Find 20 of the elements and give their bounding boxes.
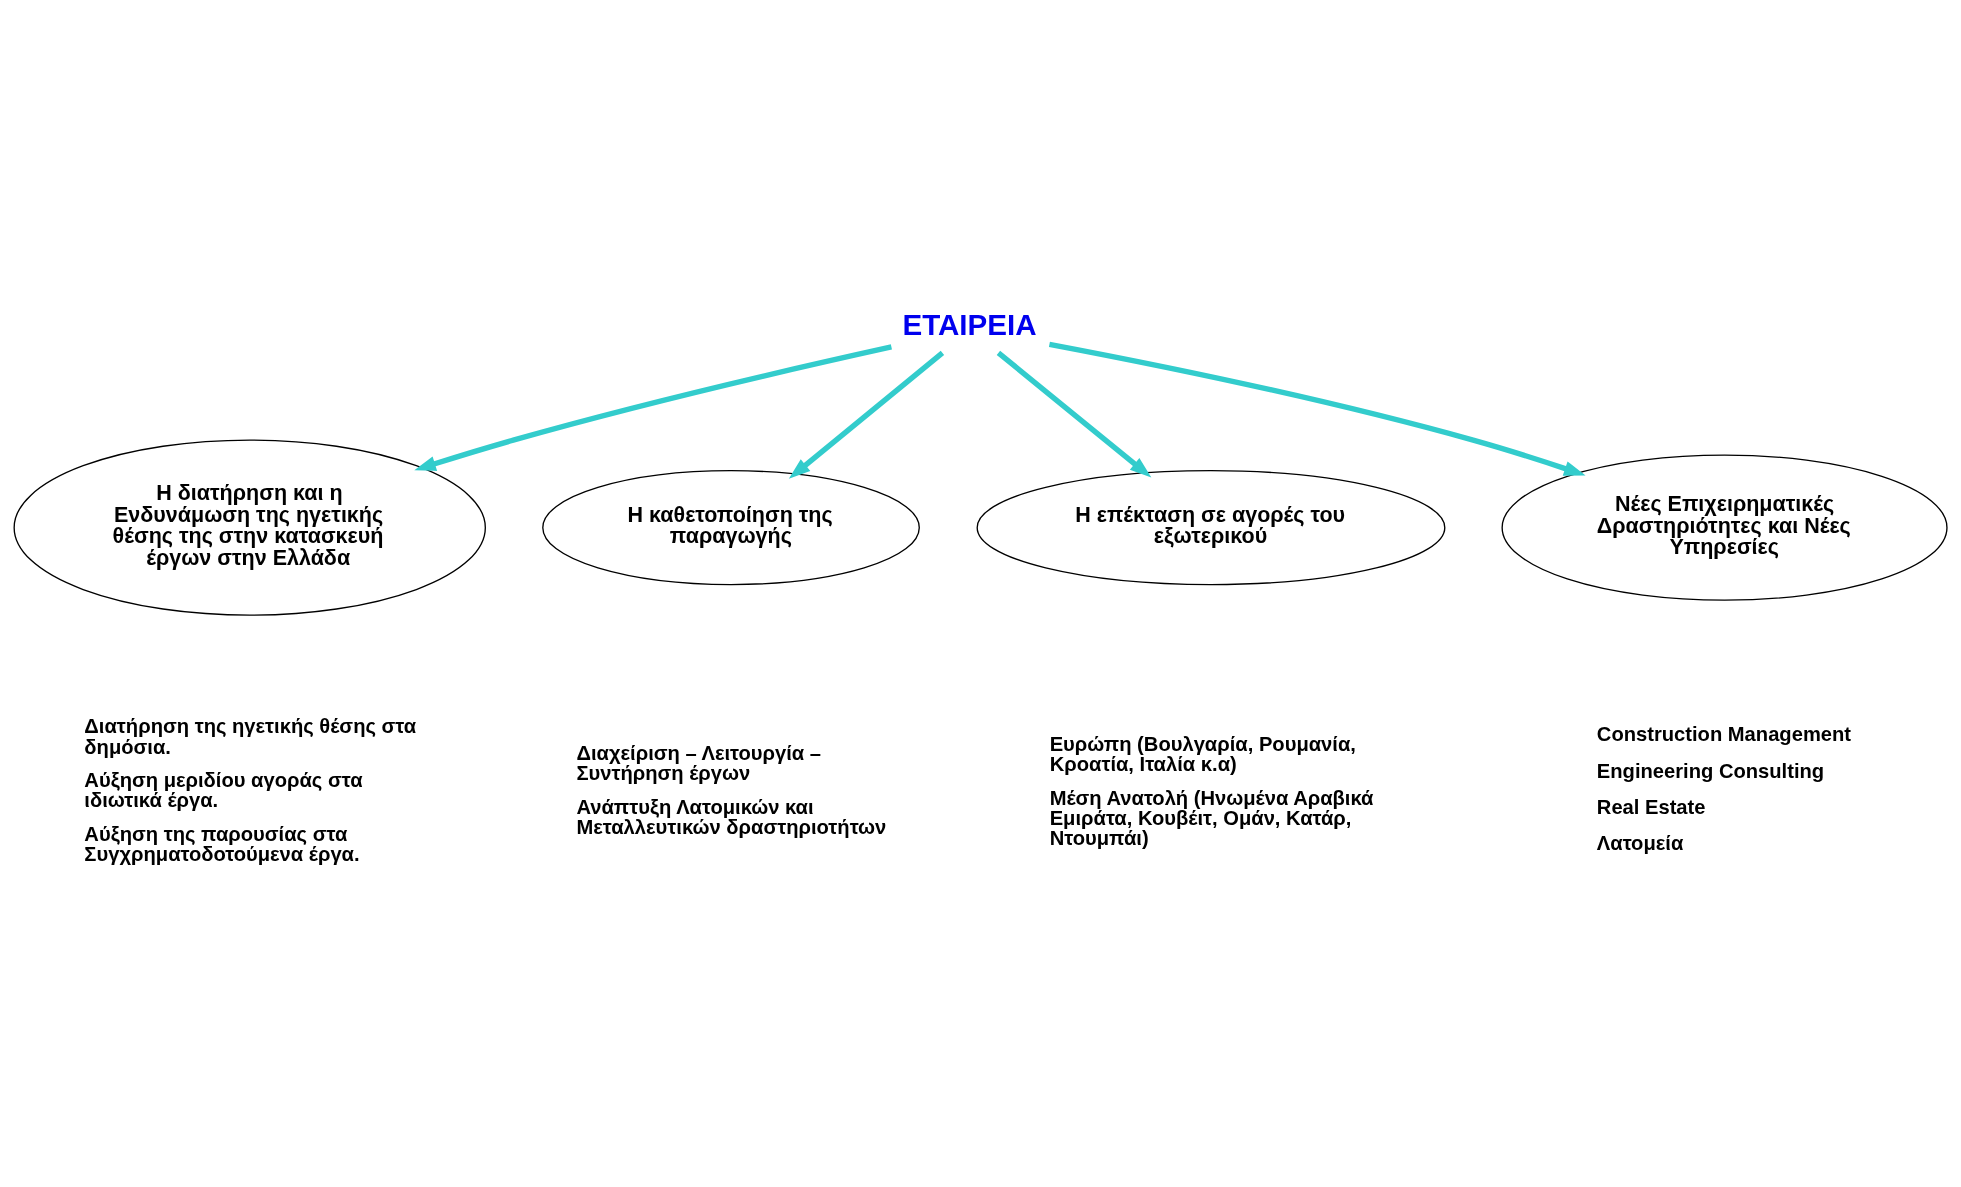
node-ellipse: Η διατήρηση και η Ενδυνάμωση της ηγετικής θέσης της στην κατασκευή έργων στην Ελλάδα (13, 439, 486, 616)
arrow (788, 350, 945, 479)
node-text: ΕΤΑΙΡΕΙΑ (902, 307, 1037, 341)
arrow (1048, 341, 1586, 476)
arrow (414, 344, 892, 471)
arrow (996, 350, 1152, 478)
node-label: Διαχείριση – Λειτουργία – Συντήρηση έργων (576, 742, 822, 785)
node-label: Ευρώπη (Βουλγαρία, Ρουμανία, Κροατία, Ιταλία κ.α) (1049, 732, 1356, 776)
node-label: Μέση Ανατολή (Ηνωμένα Αραβικά Εμιράτα, Κουβέιτ, Ομάν, Κατάρ, Ντουμπάι) (1049, 786, 1374, 849)
node-label: Engineering Consulting (1596, 759, 1825, 782)
node-label: Real Estate (1596, 796, 1706, 819)
node-label: Αύξηση της παρουσίας στα Συγχρηματοδοτούμενα έργα. (84, 822, 360, 866)
node-label: Ανάπτυξη Λατομικών και Μεταλλευτικών δραστηριοτήτων (576, 796, 887, 839)
node-ellipse: Η επέκταση σε αγορές του εξωτερικού (976, 470, 1446, 586)
node-label: Διατήρηση της ηγετικής θέσης στα δημόσια. (84, 715, 417, 758)
node-ellipse: Η καθετοποίηση της παραγωγής (542, 470, 920, 586)
node-label: Λατομεία (1596, 832, 1684, 855)
node-label: Construction Management (1596, 723, 1852, 746)
node-ellipse: Νέες Επιχειρηματικές Δραστηριότητες και Νέες Υπηρεσίες (1501, 454, 1948, 601)
node-label: Αύξηση μεριδίου αγοράς στα ιδιωτικά έργα. (84, 769, 363, 812)
